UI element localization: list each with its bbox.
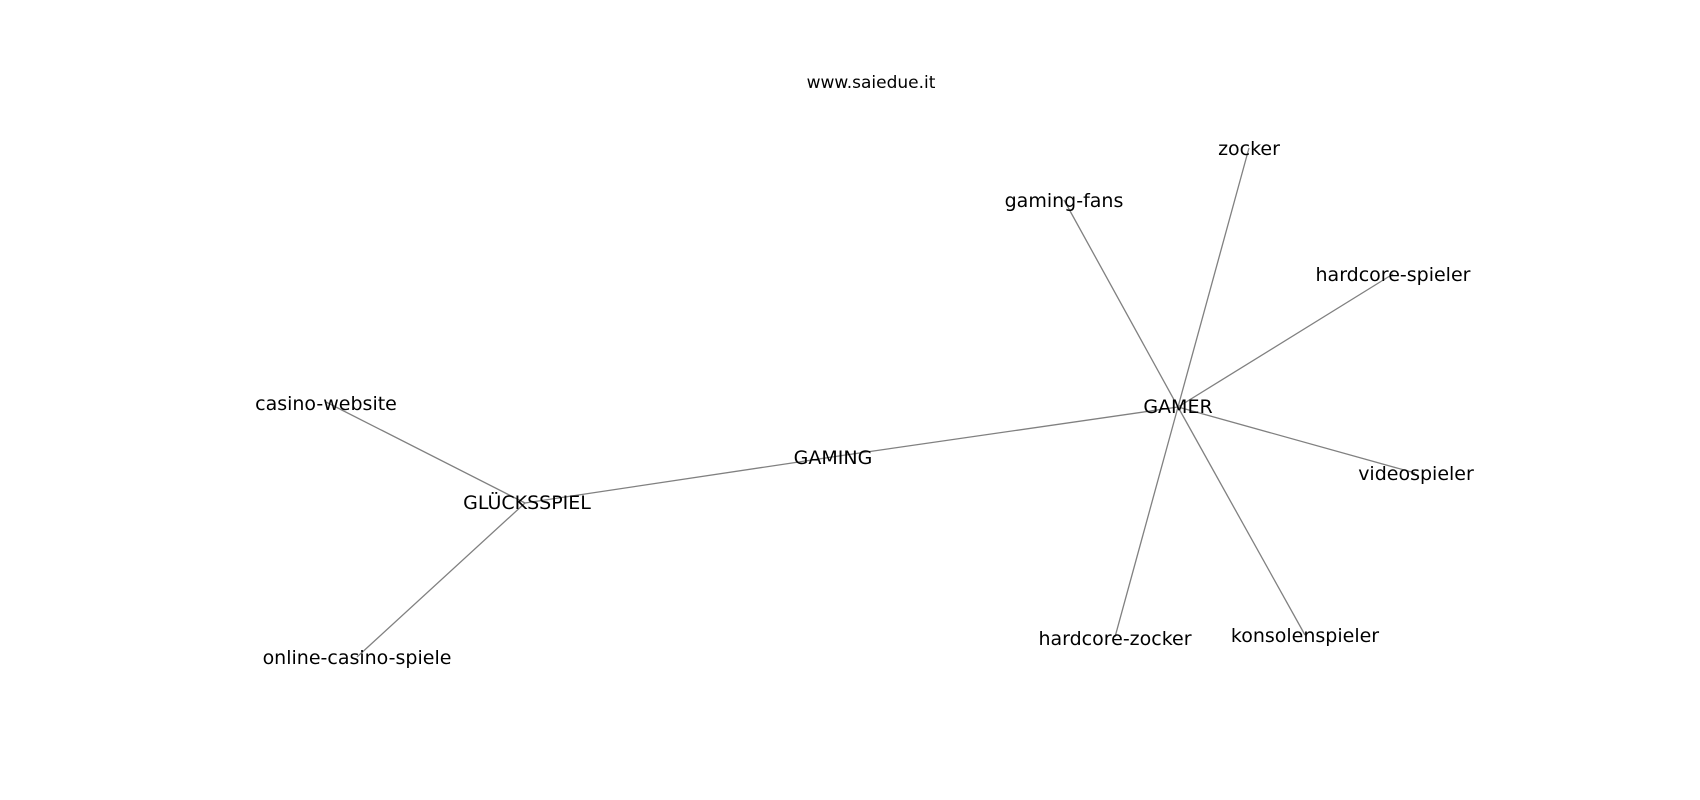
edge-gamer-zocker bbox=[1177, 147, 1250, 408]
node-label-hardcore-zocker: hardcore-zocker bbox=[1038, 628, 1191, 650]
node-label-gamer: GAMER bbox=[1143, 396, 1212, 418]
node-label-gaming: GAMING bbox=[794, 447, 873, 469]
edge-gamer-gaming-fans bbox=[1063, 199, 1179, 408]
edge-gluecksspiel-online-casino-spiele bbox=[356, 502, 526, 658]
edge-gamer-konsolenspieler bbox=[1177, 406, 1306, 636]
node-label-gaming-fans: gaming-fans bbox=[1005, 190, 1124, 212]
node-label-online-casino-spiele: online-casino-spiele bbox=[263, 647, 452, 669]
edge-gluecksspiel-gaming bbox=[524, 456, 833, 504]
node-label-videospieler: videospieler bbox=[1358, 463, 1474, 485]
node-label-casino-website: casino-website bbox=[255, 393, 397, 415]
edge-gaming-gamer bbox=[831, 406, 1179, 458]
site-watermark-label: www.saiedue.it bbox=[807, 73, 936, 93]
node-label-hardcore-spieler: hardcore-spieler bbox=[1316, 264, 1471, 286]
labels-layer: GAMING GLÜCKSSPIEL GAMER casino-website onli… bbox=[255, 138, 1474, 669]
edges-layer bbox=[325, 147, 1416, 658]
edge-gluecksspiel-casino-website bbox=[325, 401, 526, 504]
edge-gamer-hardcore-zocker bbox=[1114, 406, 1179, 638]
edge-gamer-hardcore-spieler bbox=[1177, 273, 1394, 408]
edge-gamer-videospieler bbox=[1177, 406, 1416, 474]
node-label-gluecksspiel: GLÜCKSSPIEL bbox=[463, 491, 591, 514]
node-label-zocker: zocker bbox=[1218, 138, 1280, 160]
node-label-konsolenspieler: konsolenspieler bbox=[1231, 625, 1379, 647]
